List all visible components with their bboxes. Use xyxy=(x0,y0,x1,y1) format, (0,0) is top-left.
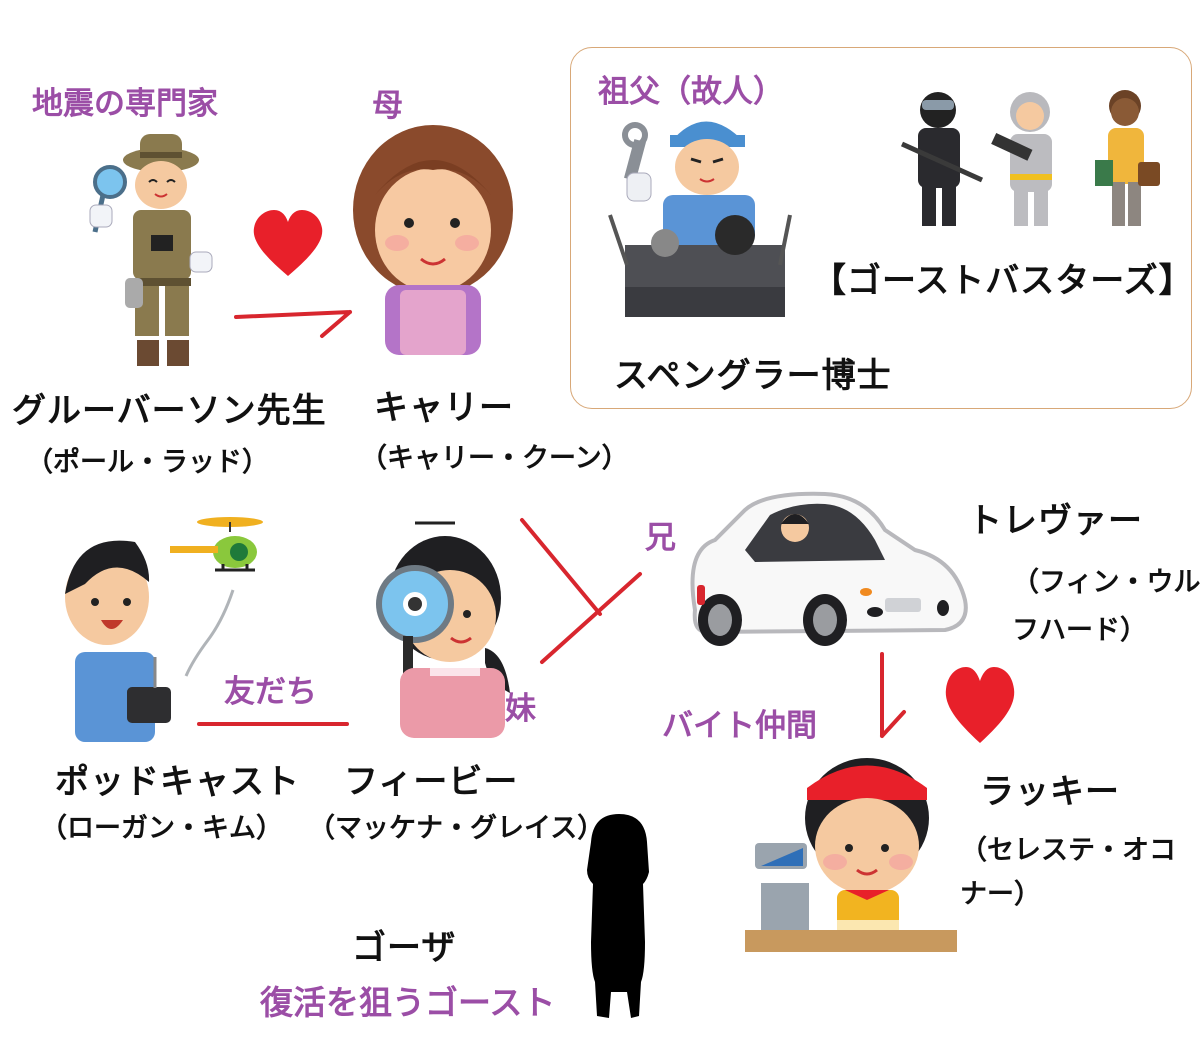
love-arrow-down xyxy=(880,652,906,738)
mechanic-icon xyxy=(608,121,792,317)
gruberson-role-label: 地震の専門家 xyxy=(32,86,218,122)
black-silhouette-icon xyxy=(587,814,649,1018)
gruberson-name: グルーバーソン先生 xyxy=(12,391,327,431)
heart-icon-2 xyxy=(945,667,1015,743)
girl-cashier-icon xyxy=(745,758,957,952)
ghostbusters-label: 【ゴーストバスターズ】 xyxy=(812,261,1194,301)
heart-icon xyxy=(253,210,323,276)
podcast-actor: （ローガン・キム） xyxy=(40,813,283,844)
grandfather-role-label: 祖父（故人） xyxy=(598,74,784,110)
lucky-name: ラッキー xyxy=(980,772,1120,812)
callie-name: キャリー xyxy=(374,388,514,428)
girl-with-magnifier-icon xyxy=(376,521,510,738)
older-brother-label: 兄 xyxy=(645,520,676,556)
callie-actor: （キャリー・クーン） xyxy=(360,443,629,474)
lucky-actor-line2: ナー） xyxy=(960,879,1041,910)
lucky-actor-line1: （セレステ・オコ xyxy=(960,835,1176,866)
trevor-actor-line1: （フィン・ウル xyxy=(1012,567,1200,598)
boy-driving-car-icon xyxy=(690,491,968,646)
younger-sister-label: 妹 xyxy=(505,691,536,727)
gozer-role-label: 復活を狙うゴースト xyxy=(260,983,556,1022)
coworkers-label: バイト仲間 xyxy=(662,708,817,744)
trevor-name: トレヴァー xyxy=(968,501,1143,541)
callie-role-label: 母 xyxy=(372,88,403,124)
sibling-relation-line xyxy=(520,518,642,664)
grandfather-group-box xyxy=(570,47,1192,409)
gozer-name: ゴーザ xyxy=(352,928,457,968)
podcast-name: ポッドキャスト xyxy=(55,762,300,802)
woman-curly-hair-icon xyxy=(353,125,513,355)
explorer-icon xyxy=(89,134,213,366)
gruberson-actor: （ポール・ラッド） xyxy=(26,447,269,478)
grandfather-name: スペングラー博士 xyxy=(614,356,892,396)
trevor-actor-line2: フハード） xyxy=(1012,615,1147,646)
ghostbusters-group-icon xyxy=(900,90,1160,226)
love-arrow xyxy=(234,310,352,338)
phoebe-actor: （マッケナ・グレイス） xyxy=(308,813,605,844)
friends-line xyxy=(197,722,349,726)
friends-label: 友だち xyxy=(224,674,317,710)
phoebe-name: フィービー xyxy=(344,762,519,802)
boy-with-rc-helicopter-icon xyxy=(65,517,263,742)
